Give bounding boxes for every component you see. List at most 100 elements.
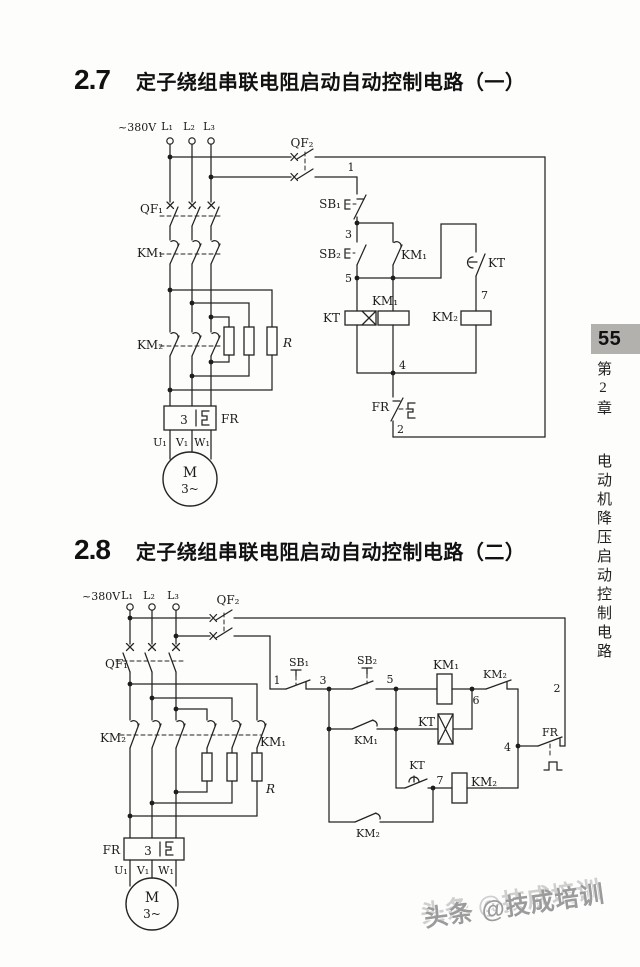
sb2-label-c2: SB₂ xyxy=(357,654,377,667)
qf2-label-c2: QF₂ xyxy=(217,593,240,607)
node-2-c2: 2 xyxy=(554,682,561,695)
fr-box-label-c1: FR xyxy=(221,412,239,426)
qf1-breaker-c2: QF₁ xyxy=(105,642,185,721)
km2-aux-label-c2: KM₂ xyxy=(356,827,380,840)
km2-main-label-c1: KM₂ xyxy=(137,338,163,352)
circuit-2-7: ~380V L₁ L₂ L₃ QF₂ QF₁ xyxy=(118,120,546,507)
chapter-sidebar: 第2章 电动机降压启动控制电路 xyxy=(593,361,614,781)
node-1-c1: 1 xyxy=(348,161,355,174)
phase-l3-label-c1: L₃ xyxy=(203,120,215,133)
km1-aux-contact-c1: KM₁ xyxy=(392,222,427,312)
km2-nc-contact-c2: KM₂ xyxy=(483,668,519,690)
kt-coil-label-c1: KT xyxy=(323,311,340,325)
node-6-c2: 6 xyxy=(473,694,480,707)
resistor-branches-c1: R xyxy=(167,287,292,393)
circuit-2-8: ~380V L₁ L₂ L₃ QF₂ QF₁ xyxy=(82,589,566,931)
control-circuit-c2: 1 SB₁ 3 SB₂ 5 xyxy=(269,654,566,840)
km1-main-label-c2: KM₁ xyxy=(260,735,286,749)
kt-coil-c2: KT xyxy=(395,688,473,745)
section-2-7-title: 定子绕组串联电阻启动自动控制电路（一） xyxy=(135,72,526,94)
sb2-label-c1: SB₂ xyxy=(319,247,341,261)
resistors-c2: R xyxy=(127,747,275,819)
sb1-label-c2: SB₁ xyxy=(289,656,309,669)
node-4-c1: 4 xyxy=(399,359,406,372)
fr-contact-label-c1: FR xyxy=(372,400,390,414)
fr-poles-c1: 3 xyxy=(180,413,188,427)
supply-terminals-c2: ~380V L₁ L₂ L₃ xyxy=(82,589,180,611)
section-2-8-heading: 2.8 定子绕组串联电阻启动自动控制电路（二） xyxy=(74,534,525,566)
motor-phase-c2: 3~ xyxy=(143,907,161,921)
kt-contact-label-c1: KT xyxy=(488,256,505,270)
km2-km1-main-contacts-c2: KM₂ KM₁ xyxy=(100,720,286,749)
page-number: 55 xyxy=(598,327,622,350)
motor-c1: U₁ V₁ W₁ M 3~ xyxy=(153,429,218,507)
km2-coil-c1: KM₂ xyxy=(432,310,492,374)
qf2-label-c1: QF₂ xyxy=(291,136,314,150)
qf2-breaker-c1: QF₂ xyxy=(169,136,546,438)
terminal-u1-c1: U₁ xyxy=(153,436,167,449)
km1-aux-label-c2: KM₁ xyxy=(354,734,378,747)
node-3-c2: 3 xyxy=(320,674,327,687)
phase-l1-label-c1: L₁ xyxy=(161,120,173,133)
km2-nc-label-c2: KM₂ xyxy=(483,668,507,681)
thermal-element-icon xyxy=(165,841,174,856)
qf2-breaker-c2: QF₂ xyxy=(129,593,566,747)
km1-branch-wires-c2 xyxy=(127,681,258,721)
chapter-number: 第2章 xyxy=(595,361,611,419)
fr-contact-label-c2: FR xyxy=(542,726,559,739)
node-4-c2: 4 xyxy=(504,741,511,754)
km1-main-label-c1: KM₁ xyxy=(137,246,163,260)
phase-l2-label-c1: L₂ xyxy=(183,120,195,133)
supply-terminals-c1: ~380V L₁ L₂ L₃ xyxy=(118,120,215,145)
resistor-label-c2: R xyxy=(265,782,275,796)
node-2-c1: 2 xyxy=(397,423,404,436)
motor-label-c2: M xyxy=(145,890,159,906)
motor-c2: U₁ V₁ W₁ M 3~ xyxy=(114,859,179,931)
fr-contact-c1: FR 2 xyxy=(372,372,416,438)
km2-main-contacts-c1: KM₂ xyxy=(137,332,222,407)
sb1-label-c1: SB₁ xyxy=(319,197,341,211)
fr-poles-c2: 3 xyxy=(144,844,152,858)
section-2-8-title: 定子绕组串联电阻启动自动控制电路（二） xyxy=(135,542,526,564)
terminal-v1-c2: V₁ xyxy=(136,864,149,877)
phase-l3-label-c2: L₃ xyxy=(167,589,179,602)
sb1-button-c1: SB₁ xyxy=(319,194,367,220)
kt-contact-label-c2: KT xyxy=(409,759,425,772)
section-2-8-number: 2.8 xyxy=(74,534,111,565)
node-1-c2: 1 xyxy=(274,674,281,687)
voltage-label-c2: ~380V xyxy=(82,590,121,603)
phase-l1-label-c2: L₁ xyxy=(121,589,133,602)
motor-label-c1: M xyxy=(183,465,197,481)
km2-coil-label-c1: KM₂ xyxy=(432,310,458,324)
kt-delay-contact-c2: KT xyxy=(395,759,453,789)
qf1-breaker-c1: QF₁ xyxy=(140,201,222,241)
km1-main-contacts-c1: KM₁ xyxy=(137,240,222,333)
sb1-button-c2: SB₁ xyxy=(269,656,330,690)
sb2-button-c1: SB₂ xyxy=(319,244,367,266)
phase-l2-label-c2: L₂ xyxy=(143,589,155,602)
km1-coil-label-c1: KM₁ xyxy=(372,294,398,308)
qf1-label-c2: QF₁ xyxy=(105,657,128,671)
fr-thermal-box-c1: 3 FR xyxy=(163,405,239,431)
thermal-element-icon xyxy=(201,410,210,426)
fr-contact-c2: FR xyxy=(517,726,566,771)
terminal-w1-c1: W₁ xyxy=(194,436,210,449)
node-5-c1: 5 xyxy=(345,272,352,285)
km1-coil-label-c2: KM₁ xyxy=(433,658,459,672)
section-2-7-heading: 2.7 定子绕组串联电阻启动自动控制电路（一） xyxy=(74,64,525,96)
section-2-7-number: 2.7 xyxy=(74,64,111,95)
km2-coil-c2: KM₂ xyxy=(451,772,519,804)
km2-coil-label-c2: KM₂ xyxy=(471,775,497,789)
node-5-c2: 5 xyxy=(387,673,394,686)
km1-coil-c2: KM₁ xyxy=(395,658,487,705)
km1-aux-contact-c2: KM₁ xyxy=(326,688,397,747)
km2-main-label-c2: KM₂ xyxy=(100,731,126,745)
km1-aux-label-c1: KM₁ xyxy=(401,248,427,262)
terminal-w1-c2: W₁ xyxy=(158,864,174,877)
kt-coil-label-c2: KT xyxy=(418,715,435,729)
page-number-box: 55 xyxy=(591,324,640,354)
node-7-c2: 7 xyxy=(437,774,444,787)
sb2-button-c2: SB₂ xyxy=(328,654,397,690)
